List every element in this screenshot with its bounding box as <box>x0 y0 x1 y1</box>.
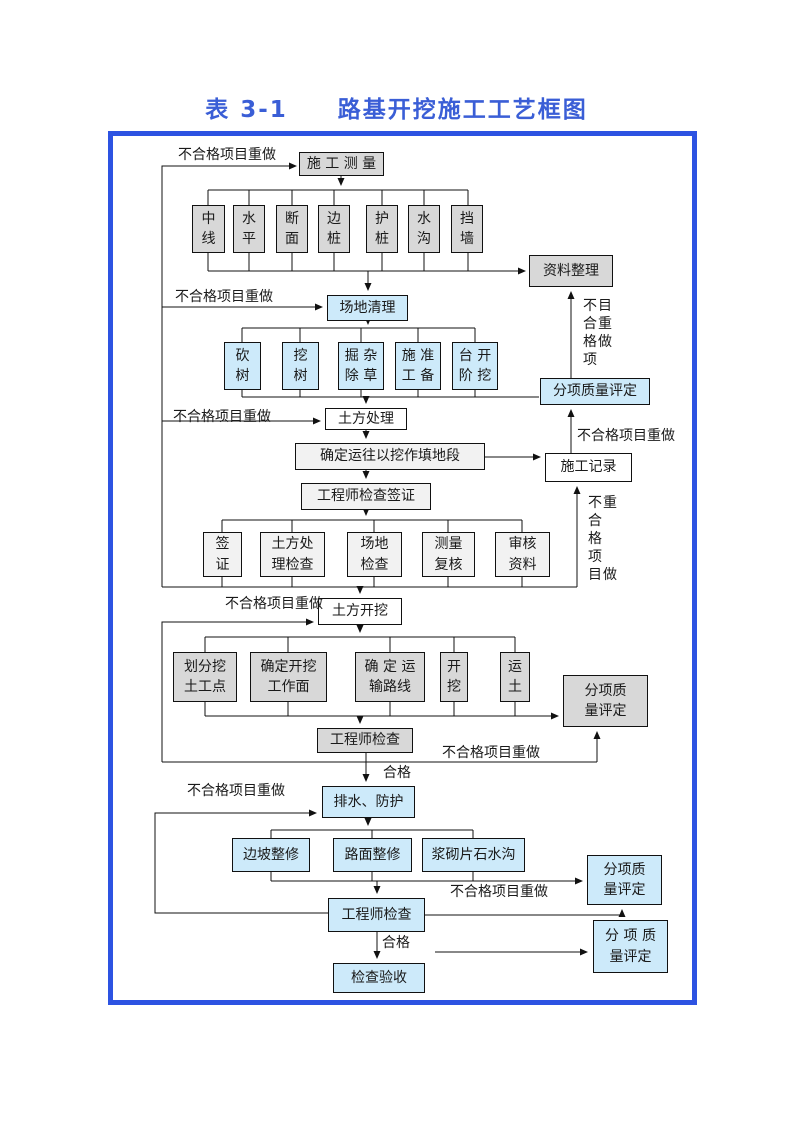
node-excavation-zoning: 划分挖 土工点 <box>173 652 237 702</box>
label-redo-survey: 不合格项目重做 <box>178 147 276 163</box>
label-redo-record: 不合格项目重做 <box>577 428 675 444</box>
node-tree-cutting: 砍 树 <box>224 342 261 390</box>
node-data-collation: 资料整理 <box>529 255 613 287</box>
page-title: 表 3-1 路基开挖施工工艺框图 <box>205 97 588 123</box>
node-center-line: 中 线 <box>192 205 225 253</box>
node-sign-visa: 签 证 <box>203 532 242 577</box>
label-redo-treatment: 不合格项目重做 <box>173 409 271 425</box>
node-subitem-quality-eval-1: 分项质量评定 <box>540 378 650 405</box>
node-haul-route: 确 定 运 输路线 <box>355 652 425 702</box>
flowchart-frame <box>108 131 697 1005</box>
node-ditch: 水 沟 <box>408 205 440 253</box>
node-retaining-wall: 挡 墙 <box>451 205 483 253</box>
node-cross-section: 断 面 <box>276 205 308 253</box>
node-bench-excavation: 台 开 阶 挖 <box>452 342 498 390</box>
label-pass-1: 合格 <box>383 765 411 781</box>
node-grubbing: 掘 杂 除 草 <box>338 342 384 390</box>
label-redo-check-1: 不合格项目重做 <box>442 745 540 761</box>
node-site-check: 场地 检查 <box>347 532 402 577</box>
label-redo-clearing: 不合格项目重做 <box>175 289 273 305</box>
node-earthwork-treatment-check: 土方处 理检查 <box>260 532 325 577</box>
node-engineer-check-sign: 工程师检查签证 <box>301 483 431 510</box>
node-earthwork-treatment: 土方处理 <box>325 408 407 430</box>
node-slope-trimming: 边坡整修 <box>232 838 310 872</box>
node-construction-survey: 施 工 测 量 <box>299 152 384 176</box>
node-engineer-check-1: 工程师检查 <box>317 728 413 753</box>
node-engineer-check-2: 工程师检查 <box>328 898 425 932</box>
label-redo-vertical-2: 不重 合 格 项 目做 <box>588 495 618 583</box>
node-data-review: 审核 资料 <box>495 532 550 577</box>
node-drainage-protection: 排水、防护 <box>322 786 415 818</box>
label-redo-drainage: 不合格项目重做 <box>187 783 285 799</box>
label-pass-2: 合格 <box>382 935 410 951</box>
node-level: 水 平 <box>233 205 265 253</box>
node-construction-prep: 施 准 工 备 <box>395 342 441 390</box>
node-inspection-acceptance: 检查验收 <box>333 963 425 993</box>
node-haul-soil: 运 土 <box>500 652 530 702</box>
label-redo-check-2: 不合格项目重做 <box>450 884 548 900</box>
node-side-stake: 边 桩 <box>318 205 350 253</box>
node-guard-stake: 护 桩 <box>366 205 398 253</box>
node-excavate: 开 挖 <box>440 652 468 702</box>
node-construction-record: 施工记录 <box>545 453 632 482</box>
node-subitem-quality-eval-4: 分 项 质 量评定 <box>593 920 668 973</box>
node-subitem-quality-eval-2: 分项质 量评定 <box>563 675 648 727</box>
node-site-clearing: 场地清理 <box>327 295 408 321</box>
label-redo-vertical-1: 不目 合重 格做 项 <box>583 298 613 368</box>
node-haul-destination: 确定运往以挖作填地段 <box>295 443 485 470</box>
node-subitem-quality-eval-3: 分项质 量评定 <box>587 855 662 905</box>
node-pavement-trimming: 路面整修 <box>333 838 412 872</box>
node-working-face: 确定开挖 工作面 <box>250 652 327 702</box>
node-tree-digging: 挖 树 <box>282 342 319 390</box>
label-redo-excavation: 不合格项目重做 <box>225 596 323 612</box>
node-masonry-ditch: 浆砌片石水沟 <box>422 838 525 872</box>
node-survey-recheck: 测量 复核 <box>422 532 475 577</box>
node-earthwork-excavation: 土方开挖 <box>318 598 402 625</box>
